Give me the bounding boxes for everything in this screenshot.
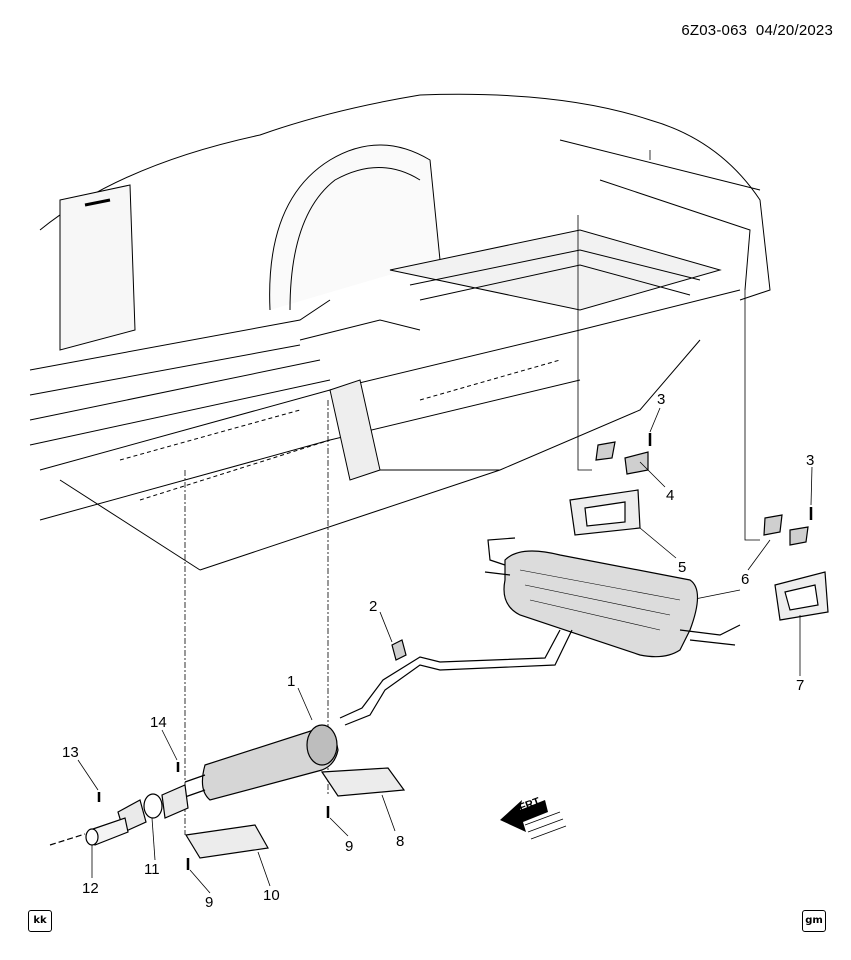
callout-6: 6 — [741, 571, 749, 588]
badge-left: kk — [28, 910, 52, 932]
front-direction-arrow: FRT — [500, 796, 567, 840]
diagram-date: 04/20/2023 — [755, 22, 833, 39]
callout-1: 1 — [287, 673, 295, 690]
callout-5: 5 — [678, 559, 686, 576]
leader-lines — [184, 150, 760, 835]
callout-13: 13 — [62, 744, 79, 761]
exhaust-system — [49, 433, 829, 870]
diagram-code: 6Z03-063 — [681, 22, 748, 39]
callout-10: 10 — [263, 887, 280, 904]
callout-leaders — [77, 407, 813, 894]
callout-3: 3 — [806, 452, 814, 469]
callout-2: 2 — [369, 598, 377, 615]
callout-9: 9 — [205, 894, 213, 911]
gm-logo-icon: gm — [802, 910, 826, 932]
callout-11: 11 — [144, 861, 160, 878]
diagram-header: 6Z03-063 04/20/2023 — [681, 22, 833, 39]
callout-9: 9 — [345, 838, 353, 855]
callout-7: 7 — [796, 677, 804, 694]
callout-14: 14 — [150, 714, 167, 731]
vehicle-underbody — [29, 93, 771, 571]
callout-3: 3 — [657, 391, 665, 408]
callout-numbers: 1 2 3 3 4 5 6 7 8 9 9 10 11 12 13 14 — [62, 391, 814, 911]
callout-8: 8 — [396, 833, 404, 850]
callout-12: 12 — [82, 880, 99, 897]
callout-4: 4 — [666, 487, 674, 504]
